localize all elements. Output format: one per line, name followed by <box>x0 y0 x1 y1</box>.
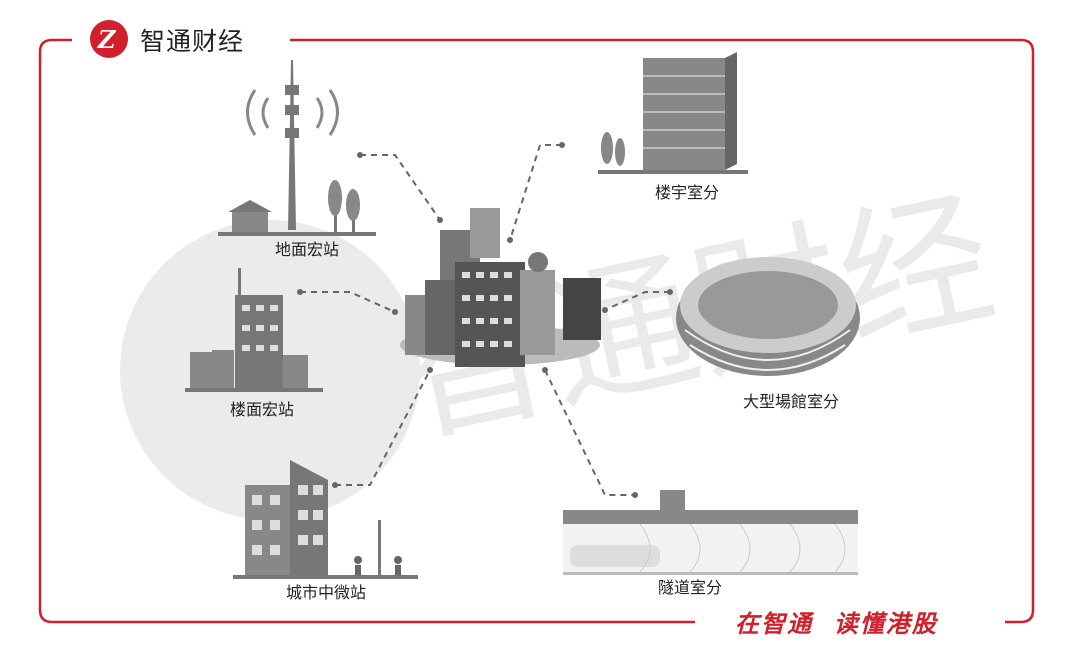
label-rooftop-macro: 楼面宏站 <box>229 400 295 419</box>
label-stadium-indoor: 大型場館室分 <box>742 392 840 411</box>
building-indoor-illustration <box>598 52 748 174</box>
central-city-illustration <box>400 208 601 367</box>
rooftop-macro-illustration <box>185 268 323 392</box>
svg-text:Z: Z <box>97 25 117 54</box>
ground-macro-illustration <box>218 60 376 236</box>
label-tunnel-indoor: 隧道室分 <box>657 578 723 597</box>
label-building-indoor: 楼宇室分 <box>654 183 720 202</box>
connectors <box>297 142 673 498</box>
urban-micro-illustration <box>233 460 418 579</box>
label-ground-macro: 地面宏站 <box>274 240 340 259</box>
stadium-illustration <box>676 257 860 376</box>
tunnel-illustration <box>563 490 858 575</box>
brand-name: 智通财经 <box>140 27 245 56</box>
frame-border <box>38 38 1035 624</box>
label-urban-micro: 城市中微站 <box>285 583 367 602</box>
logo-icon: Z <box>90 20 128 58</box>
footer-slogan: 在智通 读懂港股 <box>735 610 938 638</box>
